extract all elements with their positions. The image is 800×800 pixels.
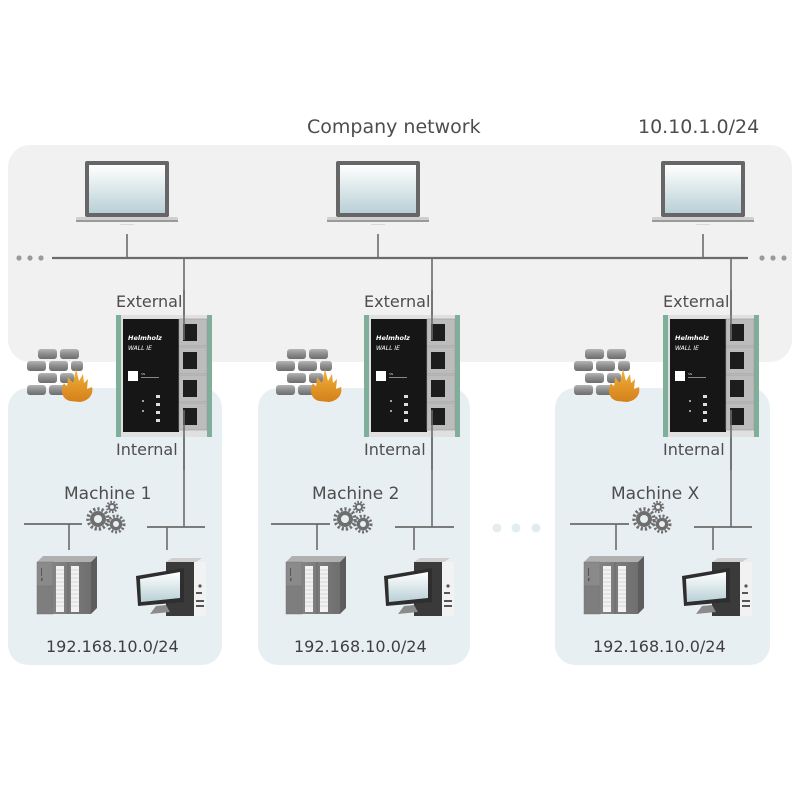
device-brand: Helmholz <box>376 334 410 342</box>
machine-gears-icon <box>333 500 373 534</box>
svg-text:SN: SN <box>389 372 393 376</box>
workstation-icon <box>136 558 206 616</box>
firewall-wall-icon <box>27 349 93 402</box>
firewall-device-2[interactable]: Helmholz WALL IE SN <box>364 315 460 437</box>
device-brand: Helmholz <box>128 334 162 342</box>
svg-text:SN: SN <box>688 372 692 376</box>
machine-gears-icon <box>632 500 672 534</box>
svg-text:SN: SN <box>141 372 145 376</box>
machine-subnet: 192.168.10.0/24 <box>294 637 427 656</box>
firewall-device-1[interactable]: Helmholz WALL IE SN <box>116 315 212 437</box>
machine-name: Machine X <box>611 484 700 504</box>
laptop-icon <box>76 161 178 225</box>
internal-label: Internal <box>116 440 178 459</box>
plc-icon <box>285 555 347 615</box>
company-network-subnet: 10.10.1.0/24 <box>638 116 760 138</box>
device-model: WALL IE <box>128 345 152 352</box>
machines-continuation-icon <box>492 523 541 533</box>
plc-icon <box>36 555 98 615</box>
machine-subnet: 192.168.10.0/24 <box>46 637 179 656</box>
machine-name: Machine 2 <box>312 484 400 504</box>
bus-continuation-right-icon <box>759 255 787 261</box>
machine-gears-icon <box>86 500 126 534</box>
firewall-device-x[interactable]: Helmholz WALL IE SN <box>663 315 759 437</box>
bus-continuation-left-icon <box>16 255 44 261</box>
plc-icon <box>583 555 645 615</box>
device-brand: Helmholz <box>675 334 709 342</box>
device-model: WALL IE <box>376 345 400 352</box>
machine-name: Machine 1 <box>64 484 152 504</box>
firewall-wall-icon <box>574 349 640 402</box>
device-model: WALL IE <box>675 345 699 352</box>
internal-label: Internal <box>663 440 725 459</box>
machine-subnet: 192.168.10.0/24 <box>593 637 726 656</box>
external-label: External <box>116 292 183 311</box>
company-network-title: Company network <box>307 116 481 138</box>
laptop-icon <box>652 161 754 225</box>
firewall-wall-icon <box>276 349 342 402</box>
external-label: External <box>663 292 730 311</box>
workstation-icon <box>682 558 752 616</box>
external-label: External <box>364 292 431 311</box>
internal-label: Internal <box>364 440 426 459</box>
workstation-icon <box>384 558 454 616</box>
laptop-icon <box>327 161 429 225</box>
